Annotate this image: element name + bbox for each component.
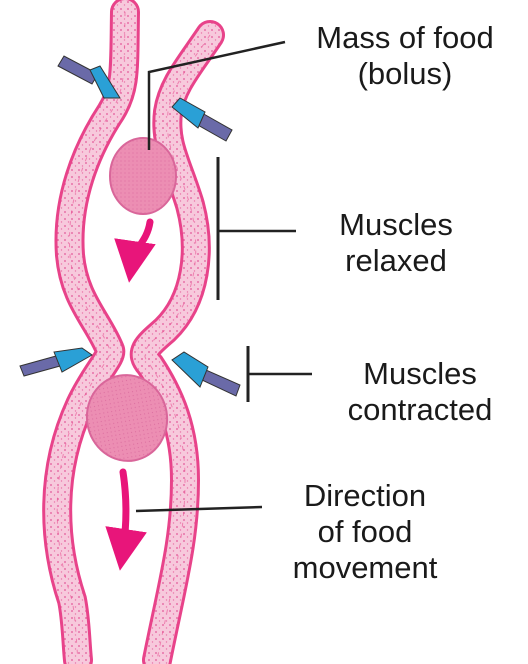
muscles-relaxed-label: Muscles relaxed bbox=[306, 207, 486, 279]
bolus-label: Mass of food (bolus) bbox=[286, 20, 524, 92]
upper-bolus bbox=[110, 138, 176, 214]
lower-motion-arrow bbox=[123, 472, 126, 550]
muscles-contracted-line-1: Muscles bbox=[318, 356, 522, 392]
direction-line-3: movement bbox=[262, 550, 468, 586]
muscles-contracted-label: Muscles contracted bbox=[318, 356, 522, 428]
squeeze-arrow-body bbox=[20, 356, 60, 376]
muscles-relaxed-line-2: relaxed bbox=[306, 243, 486, 279]
muscles-contracted-line-2: contracted bbox=[318, 392, 522, 428]
direction-line-1: Direction bbox=[262, 478, 468, 514]
squeeze-arrow-body bbox=[202, 370, 240, 396]
squeeze-arrowhead bbox=[172, 352, 208, 387]
direction-of-movement-label: Direction of food movement bbox=[262, 478, 468, 586]
squeeze-arrow-lower-right bbox=[172, 352, 240, 396]
upper-motion-arrow bbox=[132, 222, 150, 262]
direction-line-2: of food bbox=[262, 514, 468, 550]
bolus-label-line-2: (bolus) bbox=[286, 56, 524, 92]
muscles-relaxed-line-1: Muscles bbox=[306, 207, 486, 243]
squeeze-arrow-lower-left bbox=[20, 348, 92, 376]
bolus-label-line-1: Mass of food bbox=[286, 20, 524, 56]
left-esophagus-wall-fill bbox=[57, 12, 125, 660]
